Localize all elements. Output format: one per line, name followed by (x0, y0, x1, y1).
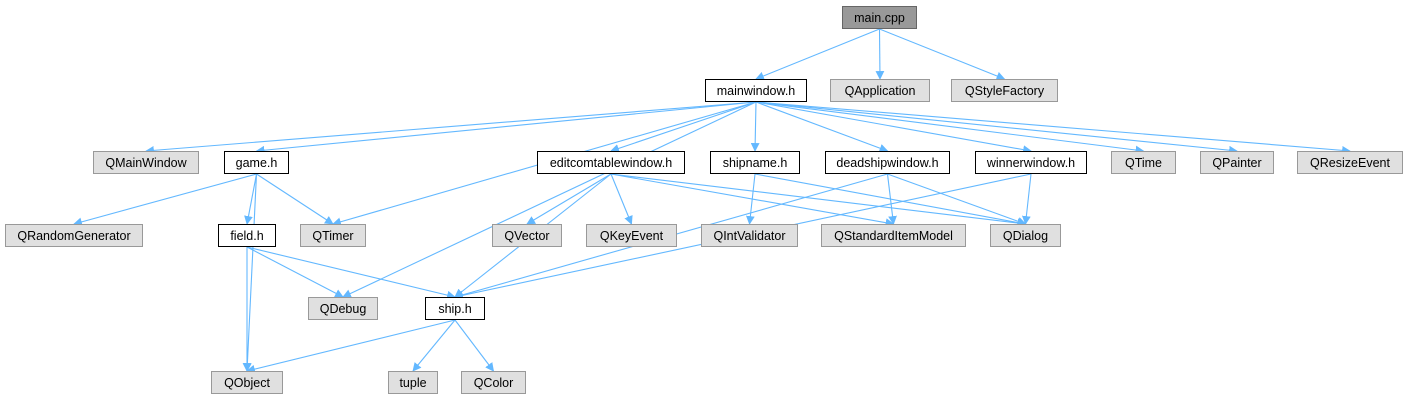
edge-mainwindow_h-to-winnerwindow_h (755, 101, 1032, 154)
node-field-h[interactable]: field.h (218, 224, 276, 247)
edge-mainwindow_h-to-editcomtablewindow_h (610, 101, 757, 153)
node-tuple[interactable]: tuple (388, 371, 438, 394)
node-qintvalidator[interactable]: QIntValidator (701, 224, 798, 247)
edge-mainwindow_h-to-qresizeevent (755, 101, 1351, 155)
edge-winnerwindow_h-to-qdialog (1021, 173, 1032, 225)
node-qmainwindow[interactable]: QMainWindow (93, 151, 199, 174)
edge-deadshipwindow_h-to-qstandarditemmodel (886, 173, 897, 225)
edge-editcomtablewindow_h-to-qvector (526, 173, 612, 225)
edge-deadshipwindow_h-to-qdialog (887, 173, 1027, 226)
edge-ship_h-to-qcolor (454, 319, 495, 372)
node-qresizeevent[interactable]: QResizeEvent (1297, 151, 1403, 174)
node-qpainter[interactable]: QPainter (1200, 151, 1274, 174)
edge-field_h-to-ship_h (246, 246, 456, 300)
edge-main_cpp-to-mainwindow_h (755, 28, 880, 81)
node-qstandarditemmodel[interactable]: QStandardItemModel (821, 224, 966, 247)
node-qtime[interactable]: QTime (1111, 151, 1176, 174)
edge-game_h-to-qobject (242, 173, 258, 372)
edge-ship_h-to-tuple (412, 319, 456, 372)
node-shipname-h[interactable]: shipname.h (710, 151, 800, 174)
node-qvector[interactable]: QVector (492, 224, 562, 247)
node-deadshipwindow-h[interactable]: deadshipwindow.h (825, 151, 950, 174)
node-mainwindow-h[interactable]: mainwindow.h (705, 79, 807, 102)
node-qobject[interactable]: QObject (211, 371, 283, 394)
edge-shipname_h-to-qintvalidator (745, 173, 756, 225)
edge-mainwindow_h-to-qpainter (755, 101, 1238, 155)
node-winnerwindow-h[interactable]: winnerwindow.h (975, 151, 1087, 174)
edge-mainwindow_h-to-deadshipwindow_h (755, 101, 889, 153)
edge-editcomtablewindow_h-to-qkeyevent (610, 173, 633, 225)
edge-mainwindow_h-to-game_h (255, 101, 757, 155)
node-qtimer[interactable]: QTimer (300, 224, 366, 247)
node-ship-h[interactable]: ship.h (425, 297, 485, 320)
edge-mainwindow_h-to-qtime (755, 101, 1145, 155)
edge-game_h-to-qtimer (256, 173, 334, 225)
edge-ship_h-to-qobject (246, 319, 456, 374)
edge-game_h-to-field_h (244, 173, 258, 225)
edge-mainwindow_h-to-qdebug (342, 101, 757, 298)
node-qrandomgenerator[interactable]: QRandomGenerator (5, 224, 143, 247)
edge-main_cpp-to-qapplication (875, 28, 885, 80)
edge-main_cpp-to-qstylefactory (879, 28, 1006, 81)
node-qcolor[interactable]: QColor (461, 371, 526, 394)
node-editcomtablewindow-h[interactable]: editcomtablewindow.h (537, 151, 685, 174)
node-qapplication[interactable]: QApplication (830, 79, 930, 102)
edge-mainwindow_h-to-qmainwindow (145, 101, 757, 155)
node-main-cpp[interactable]: main.cpp (842, 6, 917, 29)
edge-editcomtablewindow_h-to-qdialog (610, 173, 1027, 228)
node-qstylefactory[interactable]: QStyleFactory (951, 79, 1058, 102)
edge-mainwindow_h-to-shipname_h (750, 101, 760, 152)
node-qdialog[interactable]: QDialog (990, 224, 1061, 247)
node-qkeyevent[interactable]: QKeyEvent (586, 224, 677, 247)
edge-field_h-to-qdebug (246, 246, 344, 298)
edge-game_h-to-qrandomgenerator (73, 173, 257, 227)
node-game-h[interactable]: game.h (224, 151, 289, 174)
node-qdebug[interactable]: QDebug (308, 297, 378, 320)
